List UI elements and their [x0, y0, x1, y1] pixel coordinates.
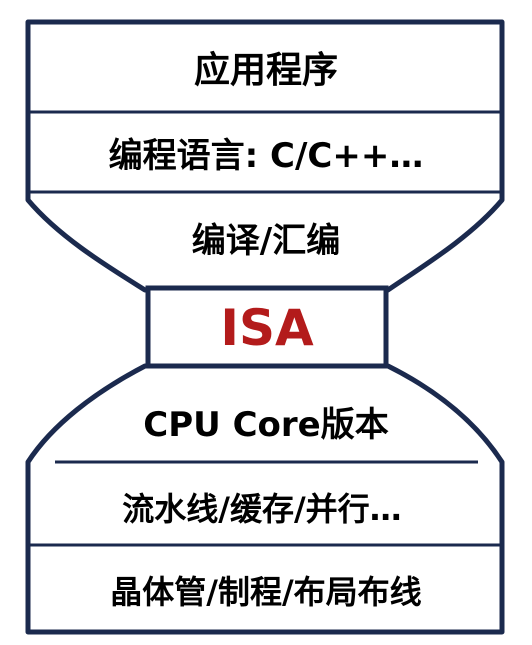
layer-compile-assemble: 编译/汇编 [192, 221, 340, 261]
isa-box [145, 285, 389, 369]
layer-application: 应用程序 [194, 50, 338, 91]
layer-transistor-process-layout: 晶体管/制程/布局布线 [110, 573, 421, 611]
layer-programming-language: 编程语言: C/C++… [109, 136, 424, 176]
layer-pipeline-cache-parallel: 流水线/缓存/并行… [122, 490, 401, 528]
bottom-funnel-outline [25, 363, 505, 635]
layer-isa: ISA [220, 299, 314, 357]
layer-cpu-core-version: CPU Core版本 [143, 405, 388, 445]
